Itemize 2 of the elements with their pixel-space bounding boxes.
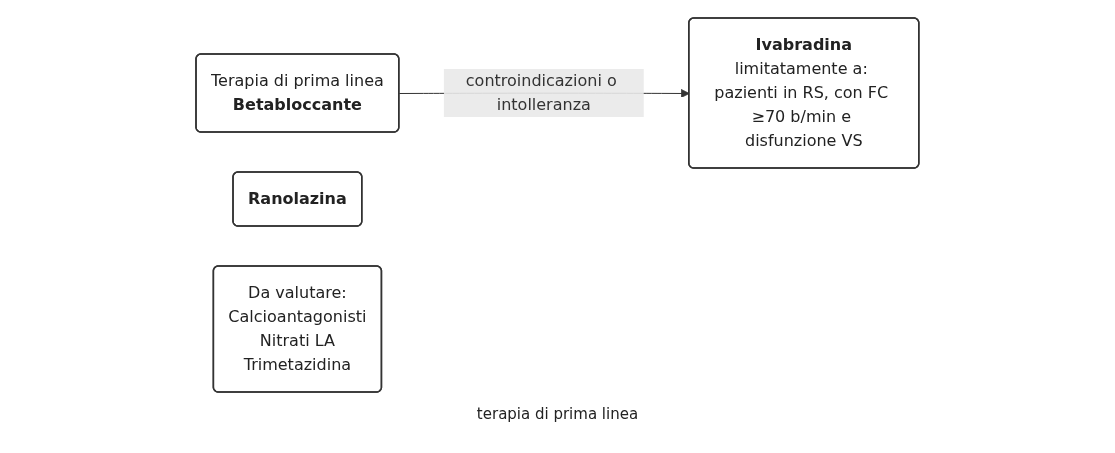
- note-text: terapia di prima linea: [476, 405, 639, 423]
- edge-label: controindicazioni o intolleranza: [465, 71, 617, 114]
